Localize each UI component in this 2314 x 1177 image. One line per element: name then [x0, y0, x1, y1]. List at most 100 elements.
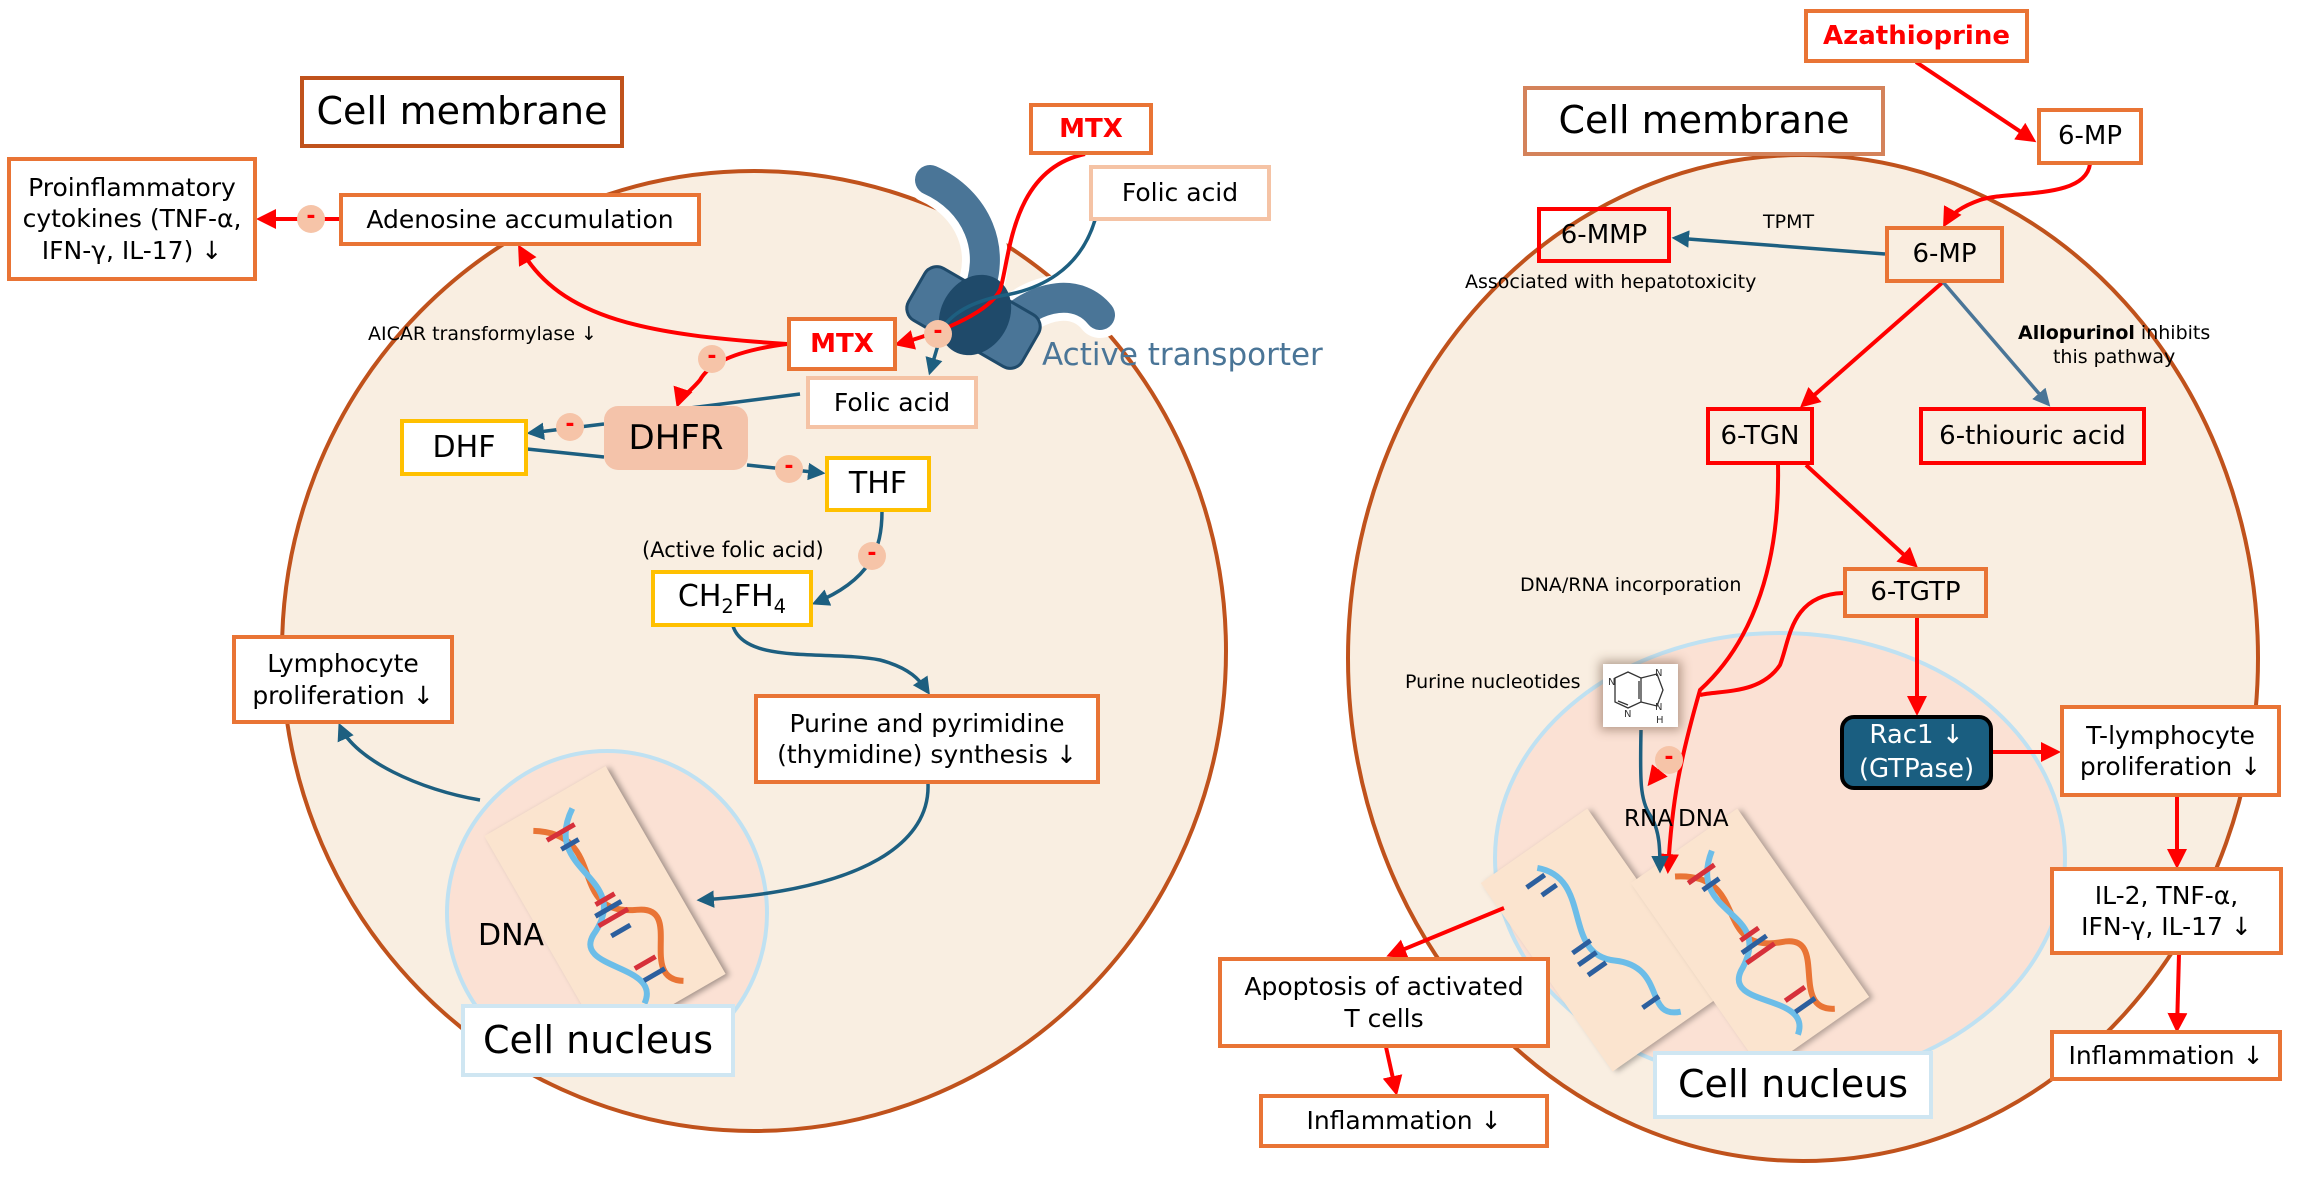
mtx-inner-text: MTX	[810, 328, 874, 359]
arrow-transporter-to-folic	[925, 344, 943, 376]
dhfr-enzyme: DHFR	[604, 406, 748, 470]
arrow-folic-into-cell	[933, 219, 1097, 341]
rac1-gtpase-box: Rac1 ↓(GTPase)	[1840, 715, 1993, 790]
atom-label: N	[1608, 677, 1615, 688]
mtx-outer-text: MTX	[1059, 113, 1123, 144]
thf-box: THF	[825, 456, 931, 512]
6mmp-text: 6-MMP	[1560, 219, 1648, 250]
arrow-6mp-to-6mmp	[1671, 230, 1886, 256]
tpmt-label: TPMT	[1763, 211, 1815, 233]
proinflammatory-line-1: Proinflammatory	[28, 173, 236, 203]
t-lymphocyte-proliferation-box: T-lymphocyte proliferation ↓	[2060, 705, 2281, 797]
allopurinol-rest: inhibits	[2134, 322, 2211, 344]
thf-text: THF	[848, 466, 908, 502]
proinflammatory-line-3: IFN-γ, IL-17) ↓	[41, 235, 223, 265]
inhibition-marker: -	[775, 455, 803, 483]
arrow-cytokines-to-inflammation	[2167, 953, 2188, 1033]
purine-nucleotides-label: Purine nucleotides	[1405, 671, 1581, 693]
formula-part: FH	[733, 578, 774, 614]
right-rna-graphic	[1480, 808, 1720, 1072]
6mp-inner-box: 6-MP	[1885, 226, 2004, 283]
arrow-ch2fh4-to-purine	[731, 625, 930, 695]
azathioprine-box: Azathioprine	[1804, 9, 2029, 63]
adenosine-accumulation-box: Adenosine accumulation	[339, 193, 701, 246]
arrow-purine-to-dna	[696, 783, 930, 908]
t-lymph-line-2: proliferation ↓	[2079, 752, 2262, 781]
formula-subscript: 4	[773, 594, 787, 618]
purine-synth-line-1: Purine and pyrimidine	[789, 708, 1065, 738]
atom-label: H	[1656, 715, 1664, 726]
lymphocyte-line-1: Lymphocyte	[267, 649, 419, 679]
6mp-outer-box: 6-MP	[2037, 108, 2143, 165]
left-dna-label: DNA	[478, 918, 545, 953]
arrow-folic-to-dhfr	[689, 392, 801, 410]
cytokines-line-1: IL-2, TNF-α,	[2094, 880, 2239, 910]
lymphocyte-line-2: proliferation ↓	[252, 680, 434, 710]
formula-part: CH	[677, 578, 722, 614]
6mp-outer-text: 6-MP	[2057, 121, 2123, 152]
cell-nucleus-text: Cell nucleus	[1678, 1062, 1908, 1107]
rac1-line-2: (GTPase)	[1858, 753, 1975, 784]
apoptosis-line-2: T cells	[1344, 1003, 1424, 1033]
active-folic-acid-label: (Active folic acid)	[642, 538, 824, 562]
lymphocyte-proliferation-box: Lymphocyte proliferation ↓	[232, 635, 454, 724]
arrow-azathioprine-to-6mp	[1914, 60, 2037, 143]
proinflammatory-line-2: cytokines (TNF-α,	[22, 204, 242, 234]
arrow-nucleus-to-lymphocyte	[337, 722, 481, 802]
folic-acid-outer-box: Folic acid	[1089, 165, 1271, 221]
cytokines-line-2: IFN-γ, IL-17 ↓	[2081, 912, 2252, 941]
allopurinol-label: Allopurinol inhibits this pathway	[2018, 322, 2210, 370]
arrow-6tgn-to-dna	[1658, 464, 1781, 874]
arrow-apoptosis-to-inflammation	[1382, 1046, 1403, 1096]
right-dna-label: DNA	[1678, 806, 1729, 832]
atom-label: N	[1624, 709, 1631, 720]
inhibition-marker: -	[924, 320, 952, 348]
6tgn-text: 6-TGN	[1720, 420, 1800, 451]
6-thiouric-acid-box: 6-thiouric acid	[1919, 407, 2146, 465]
inhibition-marker: -	[698, 345, 726, 373]
apoptosis-line-1: Apoptosis of activated	[1244, 972, 1524, 1002]
arrow-mtx-to-dhfr	[673, 342, 788, 408]
mtx-inner-box: MTX	[787, 317, 897, 371]
arrow-dna-to-apoptosis	[1386, 906, 1505, 959]
cell-nucleus-text: Cell nucleus	[483, 1017, 713, 1062]
rna-label: RNA	[1624, 806, 1673, 832]
mtx-outer-box: MTX	[1029, 103, 1153, 155]
dhfr-text: DHFR	[628, 418, 724, 458]
t-lymph-line-1: T-lymphocyte	[2086, 720, 2255, 750]
inflammation-left-box: Inflammation ↓	[1259, 1094, 1549, 1148]
dhf-box: DHF	[400, 419, 528, 476]
arrow-6mp-to-thiouric	[1941, 280, 2051, 407]
atom-label: N	[1655, 668, 1662, 679]
purine-ring-drawing: N N N N H	[1608, 668, 1664, 726]
inflammation-right-text: Inflammation ↓	[2068, 1040, 2264, 1070]
inhibition-marker: -	[1655, 746, 1683, 774]
hepatotoxicity-label: Associated with hepatotoxicity	[1465, 271, 1757, 293]
right-dna-graphic	[1630, 808, 1870, 1072]
allopurinol-bold: Allopurinol	[2018, 322, 2135, 344]
right-cell-membrane-label: Cell membrane	[1523, 86, 1885, 156]
purine-structure-icon: N N N N H	[1603, 664, 1678, 727]
left-cell-membrane-label: Cell membrane	[300, 76, 624, 148]
ch2fh4-formula: CH2FH4	[678, 578, 786, 619]
allopurinol-line-2: this pathway	[2052, 345, 2176, 368]
arrow-purine-to-rna	[1638, 729, 1669, 874]
proinflammatory-cytokines-box: Proinflammatory cytokines (TNF-α, IFN-γ,…	[7, 157, 257, 281]
folic-acid-inner-text: Folic acid	[833, 387, 951, 417]
azathioprine-text: Azathioprine	[1822, 20, 2010, 51]
line-dhf-to-dhfr	[526, 447, 605, 459]
cell-membrane-text: Cell membrane	[316, 89, 608, 134]
left-cell-nucleus-label: Cell nucleus	[461, 1004, 735, 1077]
purine-synth-line-2: (thymidine) synthesis ↓	[777, 740, 1077, 769]
aicar-transformylase-label: AICAR transformylase ↓	[368, 323, 597, 345]
active-transporter-label: Active transporter	[1042, 337, 1323, 373]
inflammation-left-text: Inflammation ↓	[1306, 1106, 1502, 1136]
arrow-6tgn-to-6tgtp	[1804, 463, 1918, 568]
ch2fh4-box: CH2FH4	[651, 570, 813, 627]
folic-acid-inner-box: Folic acid	[806, 376, 978, 429]
adenosine-text: Adenosine accumulation	[366, 204, 674, 234]
6-thiouric-text: 6-thiouric acid	[1939, 420, 2126, 451]
inhibition-marker: -	[858, 542, 886, 570]
right-cell-nucleus-label: Cell nucleus	[1653, 1051, 1933, 1119]
